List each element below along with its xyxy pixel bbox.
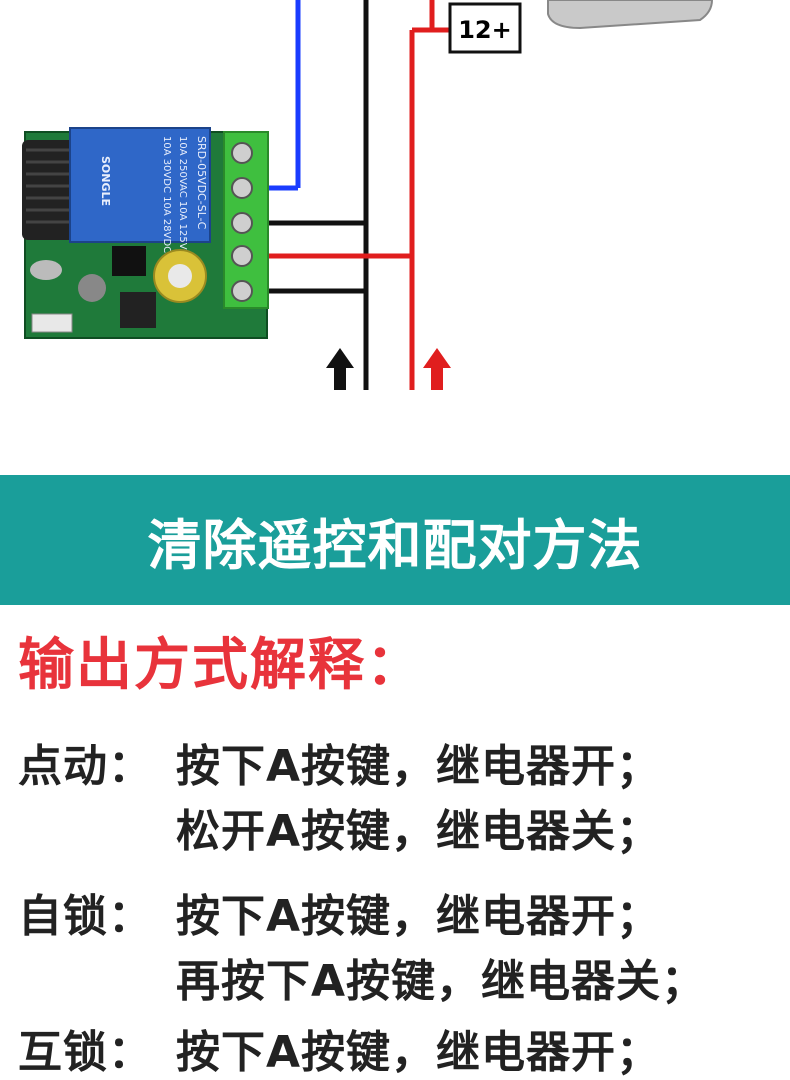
power-label-box — [448, 2, 522, 54]
buzzer — [78, 274, 106, 302]
terminal-screws — [231, 142, 253, 302]
wiring-svg: 12+ SRD-05VDC-SL-C 10A 250VAC 10A 125VAC… — [22, 0, 714, 390]
mode-label-interlock: 互锁： — [18, 1027, 153, 1078]
crystal — [30, 260, 62, 280]
red-up-arrow — [423, 348, 451, 390]
mode-line: 按下A按键，继电器开； — [176, 741, 662, 792]
mode-line: 松开A按键，继电器关； — [176, 806, 662, 857]
wiring-diagram: 12+ SRD-05VDC-SL-C 10A 250VAC 10A 125VAC… — [0, 0, 790, 475]
relay-rating-2: 10A 30VDC 10A 28VDC — [161, 136, 172, 253]
mode-line: 按下A按键，继电器开； — [176, 1027, 662, 1078]
learn-button — [31, 313, 73, 333]
output-mode-heading: 输出方式解释： — [18, 633, 424, 698]
section-banner: 清除遥控和配对方法 — [0, 475, 790, 605]
power-label: 12+ — [458, 16, 512, 44]
mode-line: 再按下A按键，继电器关； — [176, 956, 707, 1007]
black-up-arrow — [326, 348, 354, 390]
relay-model: SRD-05VDC-SL-C — [195, 136, 208, 230]
mode-label-momentary: 点动： — [18, 741, 153, 792]
chip — [112, 246, 146, 276]
capacitor-top — [168, 264, 192, 288]
relay-body — [69, 127, 211, 243]
mode-label-latching: 自锁： — [18, 891, 153, 942]
inductor — [120, 292, 156, 328]
output-modes: 点动： 按下A按键，继电器开； 松开A按键，继电器关； 自锁： 按下A按键，继电… — [18, 741, 707, 1078]
relay-brand: SONGLE — [99, 156, 112, 206]
relay-rating-1: 10A 250VAC 10A 125VAC — [177, 136, 188, 263]
remote-fob-image — [547, 0, 714, 30]
relay-markings: SRD-05VDC-SL-C 10A 250VAC 10A 125VAC 10A… — [99, 136, 208, 263]
mode-line: 按下A按键，继电器开； — [176, 891, 662, 942]
banner-title: 清除遥控和配对方法 — [147, 513, 643, 577]
